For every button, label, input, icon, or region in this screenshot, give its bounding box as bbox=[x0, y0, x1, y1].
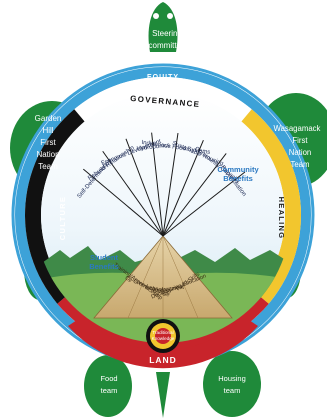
healing-quadrant bbox=[241, 109, 301, 304]
community-ray-line bbox=[162, 153, 227, 237]
community-ray-line bbox=[83, 168, 164, 237]
turtle-tail bbox=[156, 372, 170, 418]
wasagamack-team-label: Wasagamack First Nation Team bbox=[274, 124, 321, 169]
svg-text:committee: committee bbox=[149, 41, 186, 50]
student-benefits-line-2: Benefits bbox=[89, 262, 119, 271]
svg-text:Team: Team bbox=[290, 160, 309, 169]
traditional-knowledge-line-1: Traditional bbox=[152, 330, 173, 335]
svg-text:Garden: Garden bbox=[35, 114, 62, 123]
community-ray-line bbox=[162, 133, 179, 237]
community-ray-line bbox=[151, 132, 164, 237]
community-ray-line bbox=[162, 171, 246, 237]
garden-hill-team-label: Garden Hill First Nation Team bbox=[35, 114, 62, 171]
community-ray-line bbox=[102, 150, 164, 237]
flipper-bottom-right bbox=[203, 351, 261, 417]
svg-text:Nation: Nation bbox=[36, 150, 59, 159]
svg-text:team: team bbox=[224, 386, 241, 395]
culture-quadrant bbox=[24, 109, 85, 304]
housing-team-label: Housing team bbox=[218, 374, 246, 395]
land-band bbox=[68, 316, 258, 369]
community-benefits-line-1: Community bbox=[217, 165, 259, 174]
traditional-knowledge-badge bbox=[146, 319, 180, 353]
healing-label: HEALING bbox=[277, 197, 286, 240]
turtle-head bbox=[148, 2, 178, 52]
svg-text:Housing: Housing bbox=[218, 374, 246, 383]
student-benefits-line-1: Student bbox=[90, 253, 118, 262]
svg-text:Hill: Hill bbox=[42, 126, 53, 135]
traditional-knowledge-line-2: Knowledge bbox=[152, 336, 175, 341]
svg-text:First: First bbox=[292, 136, 308, 145]
governance-quadrant bbox=[74, 77, 252, 122]
flipper-bottom-left bbox=[84, 355, 132, 417]
community-benefits-line-2: Benefits bbox=[223, 174, 253, 183]
svg-text:Food: Food bbox=[100, 374, 117, 383]
community-ray-label: Hydroponics bbox=[136, 143, 170, 153]
community-ray-line bbox=[162, 139, 204, 237]
student-benefit-item: Technology bbox=[143, 285, 172, 295]
culture-label: CULTURE bbox=[58, 196, 67, 240]
tipi bbox=[93, 235, 233, 319]
student-benefit-item: Environment bbox=[152, 285, 184, 295]
svg-text:Wasagamack: Wasagamack bbox=[274, 124, 321, 133]
equity-label: EQUITY bbox=[147, 74, 179, 81]
svg-text:team: team bbox=[101, 386, 118, 395]
food-team-label: Food team bbox=[100, 374, 117, 395]
land-label: LAND bbox=[149, 355, 177, 365]
svg-text:First: First bbox=[40, 138, 56, 147]
svg-text:Team: Team bbox=[38, 162, 58, 171]
community-ray-line bbox=[125, 138, 164, 237]
svg-text:Nation: Nation bbox=[289, 148, 312, 157]
steering-committee-label: Steering committee bbox=[149, 29, 186, 50]
svg-text:Steering: Steering bbox=[152, 29, 182, 38]
